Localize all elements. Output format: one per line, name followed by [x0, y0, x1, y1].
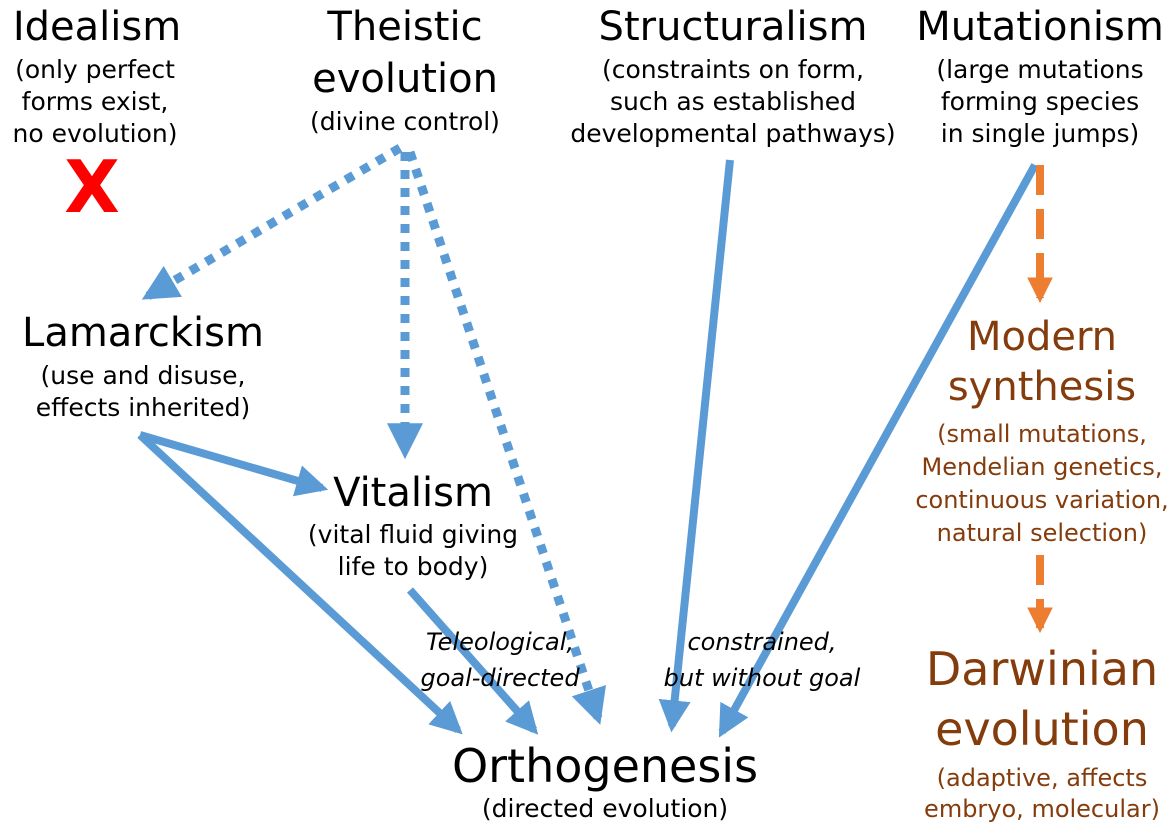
teleological-label-1: Teleological,: [426, 628, 574, 656]
rejected-x-icon: X: [64, 145, 120, 229]
mutationism-desc-3: in single jumps): [941, 119, 1140, 148]
arrow-structuralism-to-orthogenesis: [658, 159, 734, 733]
theistic-desc: (divine control): [310, 107, 500, 136]
idealism-desc-2: forms exist,: [22, 87, 169, 116]
constrained-label-2: but without goal: [664, 664, 861, 692]
mutationism-desc-2: forming species: [941, 87, 1139, 116]
idealism-desc-3: no evolution): [13, 119, 178, 148]
vitalism-desc-2: life to body): [338, 552, 489, 581]
lamarckism-title: Lamarckism: [22, 310, 264, 356]
node-vitalism: Vitalism (vital fluid giving life to bod…: [308, 470, 518, 581]
modern-synthesis-title-1: Modern: [967, 314, 1117, 360]
theistic-title-2: evolution: [312, 56, 498, 102]
modern-synthesis-desc-4: natural selection): [937, 519, 1148, 547]
modern-synthesis-title-2: synthesis: [948, 364, 1136, 410]
lamarckism-desc-2: effects inherited): [36, 393, 251, 422]
modern-synthesis-desc-2: Mendelian genetics,: [922, 453, 1163, 481]
orthogenesis-title: Orthogenesis: [452, 739, 758, 793]
orthogenesis-desc: (directed evolution): [482, 794, 728, 823]
mutationism-desc-1: (large mutations: [936, 55, 1143, 84]
node-lamarckism: Lamarckism (use and disuse, effects inhe…: [22, 310, 264, 422]
node-orthogenesis: Orthogenesis (directed evolution): [452, 739, 758, 823]
arrow-vitalism-to-orthogenesis: [407, 587, 539, 735]
idealism-desc-1: (only perfect: [15, 55, 175, 84]
node-modern-synthesis: Modern synthesis (small mutations, Mende…: [915, 314, 1168, 547]
mutationism-title: Mutationism: [916, 4, 1164, 50]
structuralism-desc-1: (constraints on form,: [602, 55, 864, 84]
idealism-title: Idealism: [13, 4, 181, 50]
arrow-theistic-to-lamarckism: [141, 144, 403, 300]
structuralism-desc-3: developmental pathways): [570, 119, 895, 148]
arrow-mutationism-to-orthogenesis: [718, 163, 1039, 738]
darwinian-title-1: Darwinian: [926, 642, 1158, 696]
node-mutationism: Mutationism (large mutations forming spe…: [916, 4, 1164, 148]
node-theistic-evolution: Theistic evolution (divine control): [310, 4, 500, 136]
node-structuralism: Structuralism (constraints on form, such…: [570, 4, 895, 148]
structuralism-title: Structuralism: [599, 4, 868, 50]
lamarckism-desc-1: (use and disuse,: [41, 361, 246, 390]
darwinian-desc-1: (adaptive, affects: [937, 764, 1148, 792]
vitalism-title: Vitalism: [333, 470, 493, 516]
teleological-label-2: goal-directed: [420, 664, 580, 692]
constrained-label-1: constrained,: [687, 628, 836, 656]
node-idealism: Idealism (only perfect forms exist, no e…: [13, 4, 182, 229]
modern-synthesis-desc-1: (small mutations,: [937, 420, 1147, 448]
structuralism-desc-2: such as established: [610, 87, 856, 116]
arrow-lamarckism-to-vitalism: [138, 431, 329, 497]
modern-synthesis-desc-3: continuous variation,: [915, 486, 1168, 514]
node-darwinian-evolution: Darwinian evolution (adaptive, affects e…: [924, 642, 1160, 823]
arrow-lamarckism-to-orthogenesis: [137, 432, 463, 735]
theistic-title-1: Theistic: [326, 4, 482, 50]
vitalism-desc-1: (vital fluid giving: [308, 520, 518, 549]
darwinian-desc-2: embryo, molecular): [924, 795, 1160, 823]
darwinian-title-2: evolution: [935, 702, 1149, 756]
